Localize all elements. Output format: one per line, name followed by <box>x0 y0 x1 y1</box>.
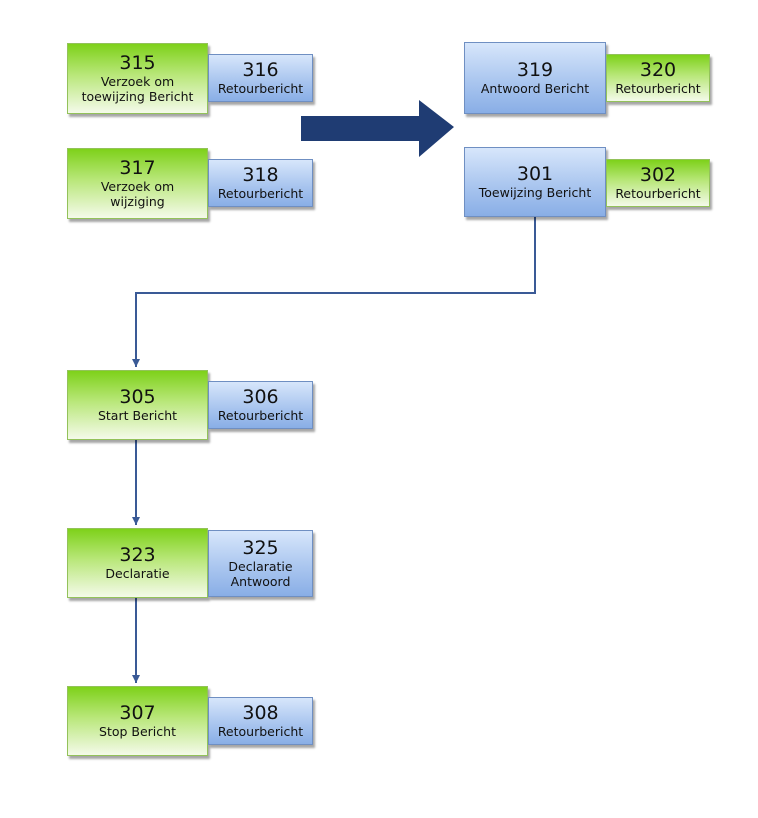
node-316-label: Retourbericht <box>217 81 304 96</box>
big-right-arrow <box>301 100 454 157</box>
node-318: 318 Retourbericht <box>208 159 313 207</box>
node-308-number: 308 <box>242 702 279 724</box>
node-319: 319 Antwoord Bericht <box>464 42 606 114</box>
node-320-number: 320 <box>639 59 677 81</box>
node-307-label: Stop Bericht <box>99 724 176 739</box>
node-315-label: Verzoek om toewijzing Bericht <box>81 74 194 104</box>
node-306-number: 306 <box>242 386 279 408</box>
node-305-number: 305 <box>119 386 156 408</box>
node-315: 315 Verzoek om toewijzing Bericht <box>67 43 208 114</box>
node-315-number: 315 <box>119 52 156 74</box>
node-306-label: Retourbericht <box>217 408 304 423</box>
node-301-label: Toewijzing Bericht <box>478 185 592 200</box>
node-302-number: 302 <box>639 164 677 186</box>
node-320-label: Retourbericht <box>615 81 701 96</box>
node-305-label: Start Bericht <box>97 408 178 423</box>
node-307: 307 Stop Bericht <box>67 686 208 756</box>
node-325-label: Declaratie Antwoord <box>228 559 293 589</box>
node-323: 323 Declaratie <box>67 528 208 598</box>
node-317-number: 317 <box>119 157 156 179</box>
node-317: 317 Verzoek om wijziging <box>67 148 208 219</box>
node-301: 301 Toewijzing Bericht <box>464 147 606 217</box>
node-325-number: 325 <box>242 537 279 559</box>
node-302: 302 Retourbericht <box>606 159 710 207</box>
node-323-number: 323 <box>119 544 156 566</box>
node-307-number: 307 <box>119 702 156 724</box>
node-319-number: 319 <box>516 59 554 81</box>
node-323-label: Declaratie <box>105 566 170 581</box>
node-306: 306 Retourbericht <box>208 381 313 429</box>
node-316: 316 Retourbericht <box>208 54 313 102</box>
node-301-number: 301 <box>516 163 554 185</box>
node-302-label: Retourbericht <box>615 186 701 201</box>
node-308-label: Retourbericht <box>217 724 304 739</box>
node-325: 325 Declaratie Antwoord <box>208 530 313 597</box>
node-318-label: Retourbericht <box>217 186 304 201</box>
node-320: 320 Retourbericht <box>606 54 710 102</box>
node-305: 305 Start Bericht <box>67 370 208 440</box>
node-317-label: Verzoek om wijziging <box>100 179 175 209</box>
node-308: 308 Retourbericht <box>208 697 313 745</box>
connector-301-to-305 <box>132 217 536 367</box>
node-319-label: Antwoord Bericht <box>480 81 590 96</box>
node-318-number: 318 <box>242 164 279 186</box>
node-316-number: 316 <box>242 59 279 81</box>
